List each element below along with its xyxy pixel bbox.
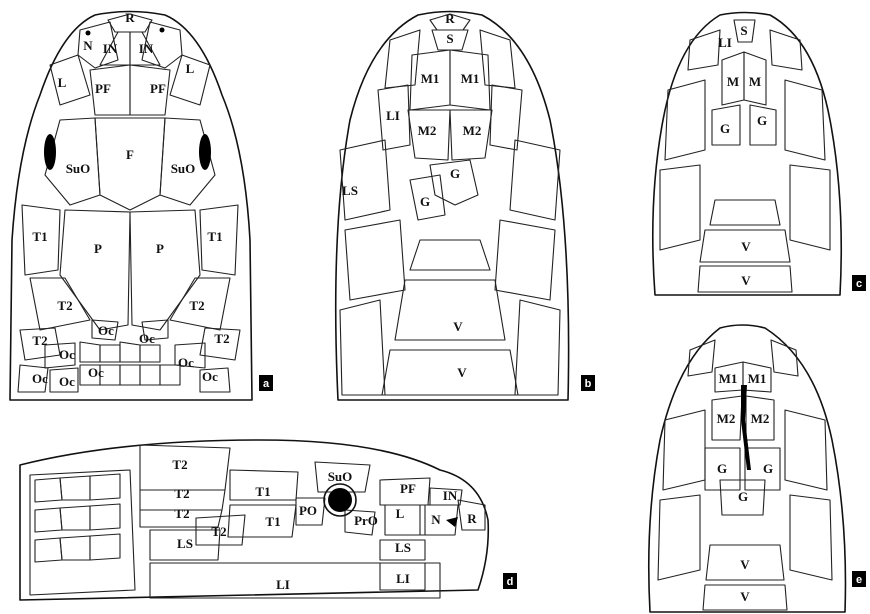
label-preocular: PrO — [354, 513, 378, 528]
label-infralabial: LI — [396, 571, 410, 586]
label-mental1-right: M1 — [461, 71, 480, 86]
label-mental1-left: M1 — [719, 371, 738, 386]
label-temporal2: T2 — [57, 298, 72, 313]
panel-a-letter: a — [263, 378, 270, 390]
label-ventral: V — [741, 273, 751, 288]
label-ventral: V — [740, 589, 750, 604]
label-occipital: Oc — [139, 331, 155, 346]
label-mental2-left: M2 — [418, 123, 437, 138]
label-occipital: Oc — [59, 374, 75, 389]
label-gular: G — [420, 194, 430, 209]
label-temporal2: T2 — [214, 331, 229, 346]
label-rostral: R — [467, 511, 477, 526]
label-occipital: Oc — [32, 371, 48, 386]
label-loreal-left: L — [58, 75, 67, 90]
label-rostral: R — [125, 10, 135, 25]
panel-b-ventral-head: R S M1 M1 LI M2 M2 G LS G V V b — [336, 11, 595, 400]
label-infralabial: LI — [386, 108, 400, 123]
label-mental1-left: M1 — [421, 71, 440, 86]
label-rostral: R — [445, 11, 455, 26]
label-mental2-right: M2 — [463, 123, 482, 138]
label-mental-right: M — [749, 74, 761, 89]
label-parietal-right: P — [156, 241, 164, 256]
label-temporal1: T1 — [255, 484, 270, 499]
label-gular-right: G — [763, 461, 773, 476]
label-supraocular-right: SuO — [171, 161, 196, 176]
label-temporal1: T1 — [265, 514, 280, 529]
label-ventral: V — [741, 239, 751, 254]
label-occipital: Oc — [202, 369, 218, 384]
label-infralabial: LI — [718, 35, 732, 50]
panel-d-letter: d — [507, 576, 514, 588]
panel-a-dorsal-head: R N IN IN L L PF PF F SuO SuO T1 T1 P P … — [10, 10, 273, 400]
label-occipital: Oc — [88, 365, 104, 380]
label-gular: G — [450, 166, 460, 181]
label-temporal2: T2 — [32, 333, 47, 348]
panel-e-ventral-head: M1 M1 M2 M2 G G G V V e — [649, 325, 866, 612]
label-parietal-left: P — [94, 241, 102, 256]
label-temporal2: T2 — [172, 457, 187, 472]
label-internasal-left: IN — [103, 41, 118, 56]
label-occipital: Oc — [178, 355, 194, 370]
label-loreal: L — [396, 506, 405, 521]
label-symphysial: S — [740, 23, 747, 38]
label-lateral-scale: LS — [342, 183, 358, 198]
label-occipital: Oc — [98, 323, 114, 338]
label-internasal: IN — [443, 488, 458, 503]
label-mental2-right: M2 — [751, 411, 770, 426]
label-gular-left: G — [717, 461, 727, 476]
label-temporal2: T2 — [174, 506, 189, 521]
panel-e-letter: e — [856, 574, 862, 586]
label-prefrontal: PF — [400, 481, 416, 496]
panel-c-letter: c — [856, 278, 862, 290]
panel-d-lateral-head: T2 SuO T2 T1 PF IN T2 PO PrO L N R T2 T1… — [20, 440, 517, 600]
label-symphysial: S — [446, 31, 453, 46]
label-ventral: V — [740, 557, 750, 572]
label-gular: G — [738, 489, 748, 504]
label-temporal1-left: T1 — [32, 229, 47, 244]
label-nasal: N — [431, 512, 441, 527]
panel-c-ventral-head: LI S M M G G V V c — [653, 13, 866, 296]
label-nasal: N — [83, 38, 93, 53]
label-temporal1-right: T1 — [207, 229, 222, 244]
label-mental1-right: M1 — [748, 371, 767, 386]
label-gular-left: G — [720, 121, 730, 136]
label-gular-right: G — [757, 113, 767, 128]
label-infralabial: LI — [276, 577, 290, 592]
label-frontal: F — [126, 147, 134, 162]
label-mental2-left: M2 — [717, 411, 736, 426]
label-temporal2: T2 — [189, 298, 204, 313]
label-ventral: V — [457, 365, 467, 380]
label-supralabial: LS — [395, 540, 411, 555]
label-temporal2: T2 — [174, 486, 189, 501]
label-loreal-right: L — [186, 61, 195, 76]
label-internasal-right: IN — [139, 41, 154, 56]
label-supralabial: LS — [177, 536, 193, 551]
label-occipital: Oc — [59, 347, 75, 362]
label-mental-left: M — [727, 74, 739, 89]
label-supraocular: SuO — [328, 469, 353, 484]
panel-b-letter: b — [585, 378, 592, 390]
label-temporal2: T2 — [211, 524, 226, 539]
label-postocular: PO — [299, 503, 317, 518]
label-ventral: V — [453, 319, 463, 334]
label-prefrontal-right: PF — [150, 81, 166, 96]
label-supraocular-left: SuO — [66, 161, 91, 176]
label-prefrontal-left: PF — [95, 81, 111, 96]
